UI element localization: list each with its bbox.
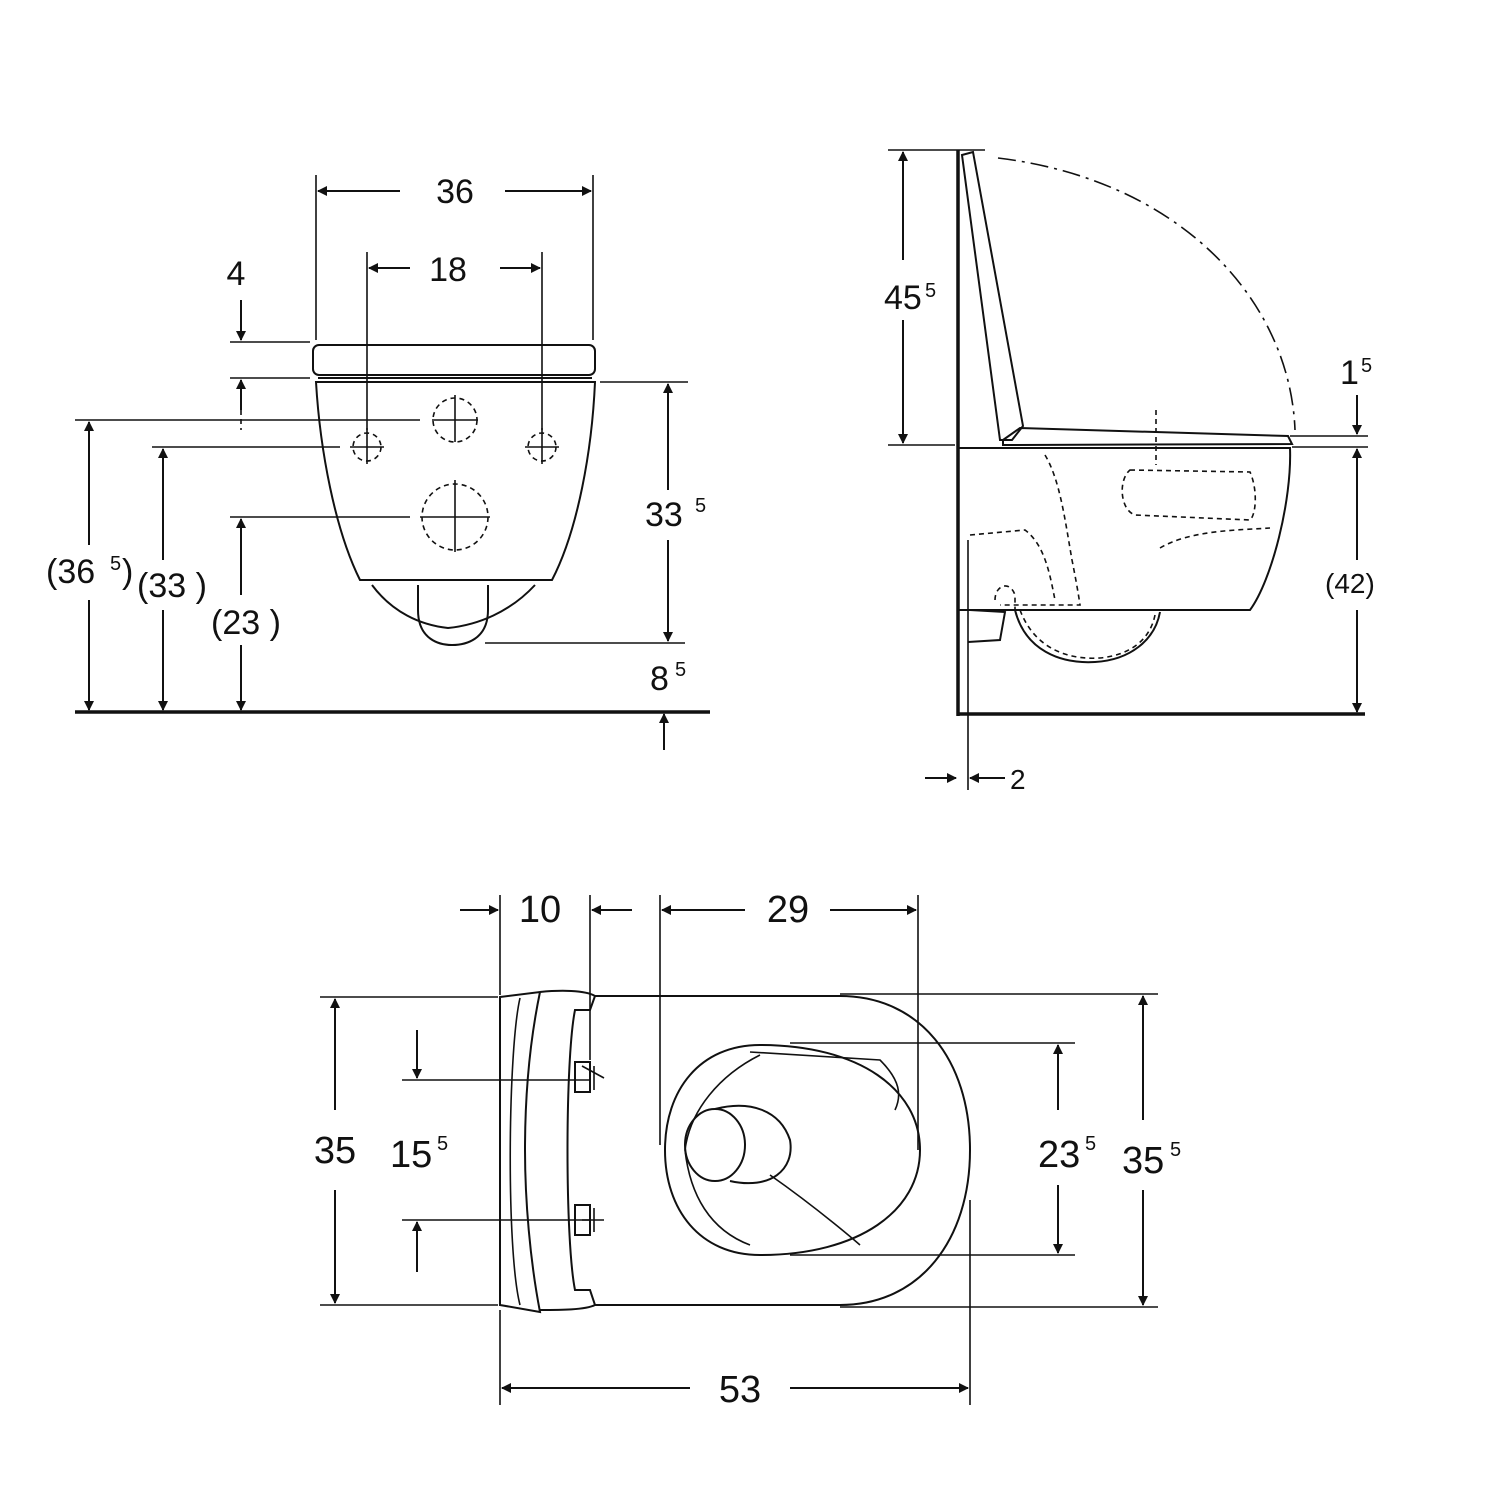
outlet-top [684, 1108, 746, 1182]
front-view: 36 18 4 33 5 8 5 (36 5 ) [46, 173, 710, 750]
dim-seat-gap: 1 [1340, 354, 1359, 392]
dim-width-seat: 35 [314, 1130, 356, 1172]
dim-seat-gap-sup: 5 [1361, 355, 1372, 377]
dim-hole-spacing: 18 [429, 251, 467, 289]
dim-width-total: 36 [436, 173, 474, 211]
dim-width-bowl: 35 [1122, 1140, 1164, 1182]
seat-side [1002, 426, 1294, 447]
seat-front [312, 344, 596, 376]
dim-total-length: 53 [719, 1369, 761, 1411]
dim-bowl-length: 29 [767, 889, 809, 931]
dim-height-upper: (36 [46, 553, 95, 591]
dim-wall-gap: 2 [1010, 764, 1026, 795]
dim-height-inlet: 33 [645, 496, 683, 534]
fixing-bolts-top [574, 1061, 605, 1236]
seat-hinge-plate [499, 990, 542, 1314]
dim-depth-back: 10 [519, 889, 561, 931]
dim-fix-spacing-sup: 5 [437, 1133, 448, 1155]
bowl-top [595, 995, 972, 1306]
dim-opening-width-sup: 5 [1085, 1133, 1096, 1155]
dim-height-low: (23 ) [211, 604, 281, 642]
dim-fix-spacing: 15 [390, 1134, 432, 1176]
dim-rim-height: (42) [1325, 568, 1375, 599]
dim-width-bowl-sup: 5 [1170, 1139, 1181, 1161]
dim-lid-height: 45 [884, 279, 922, 317]
top-view: 10 29 53 35 15 5 23 5 [314, 889, 1181, 1411]
fixing-holes-front [350, 395, 559, 552]
dim-opening-width: 23 [1038, 1134, 1080, 1176]
bowl-side [958, 447, 1292, 611]
dim-height-mid: (33 ) [137, 567, 207, 605]
bowl-front [314, 381, 597, 581]
outlet-front [417, 585, 489, 647]
side-view: 45 5 1 5 (42) 2 [884, 149, 1375, 795]
dim-bottom-gap: 8 [650, 660, 669, 698]
dim-height-upper-sup: 5 [110, 553, 121, 575]
dim-bottom-gap-sup: 5 [675, 659, 686, 681]
dim-height-inlet-sup: 5 [695, 495, 706, 517]
lid-up [960, 150, 1025, 441]
dim-height-upper-close: ) [122, 553, 133, 591]
dim-lid-height-sup: 5 [925, 280, 936, 302]
dim-seat-thickness: 4 [227, 255, 246, 293]
bowl-opening [663, 1043, 922, 1257]
